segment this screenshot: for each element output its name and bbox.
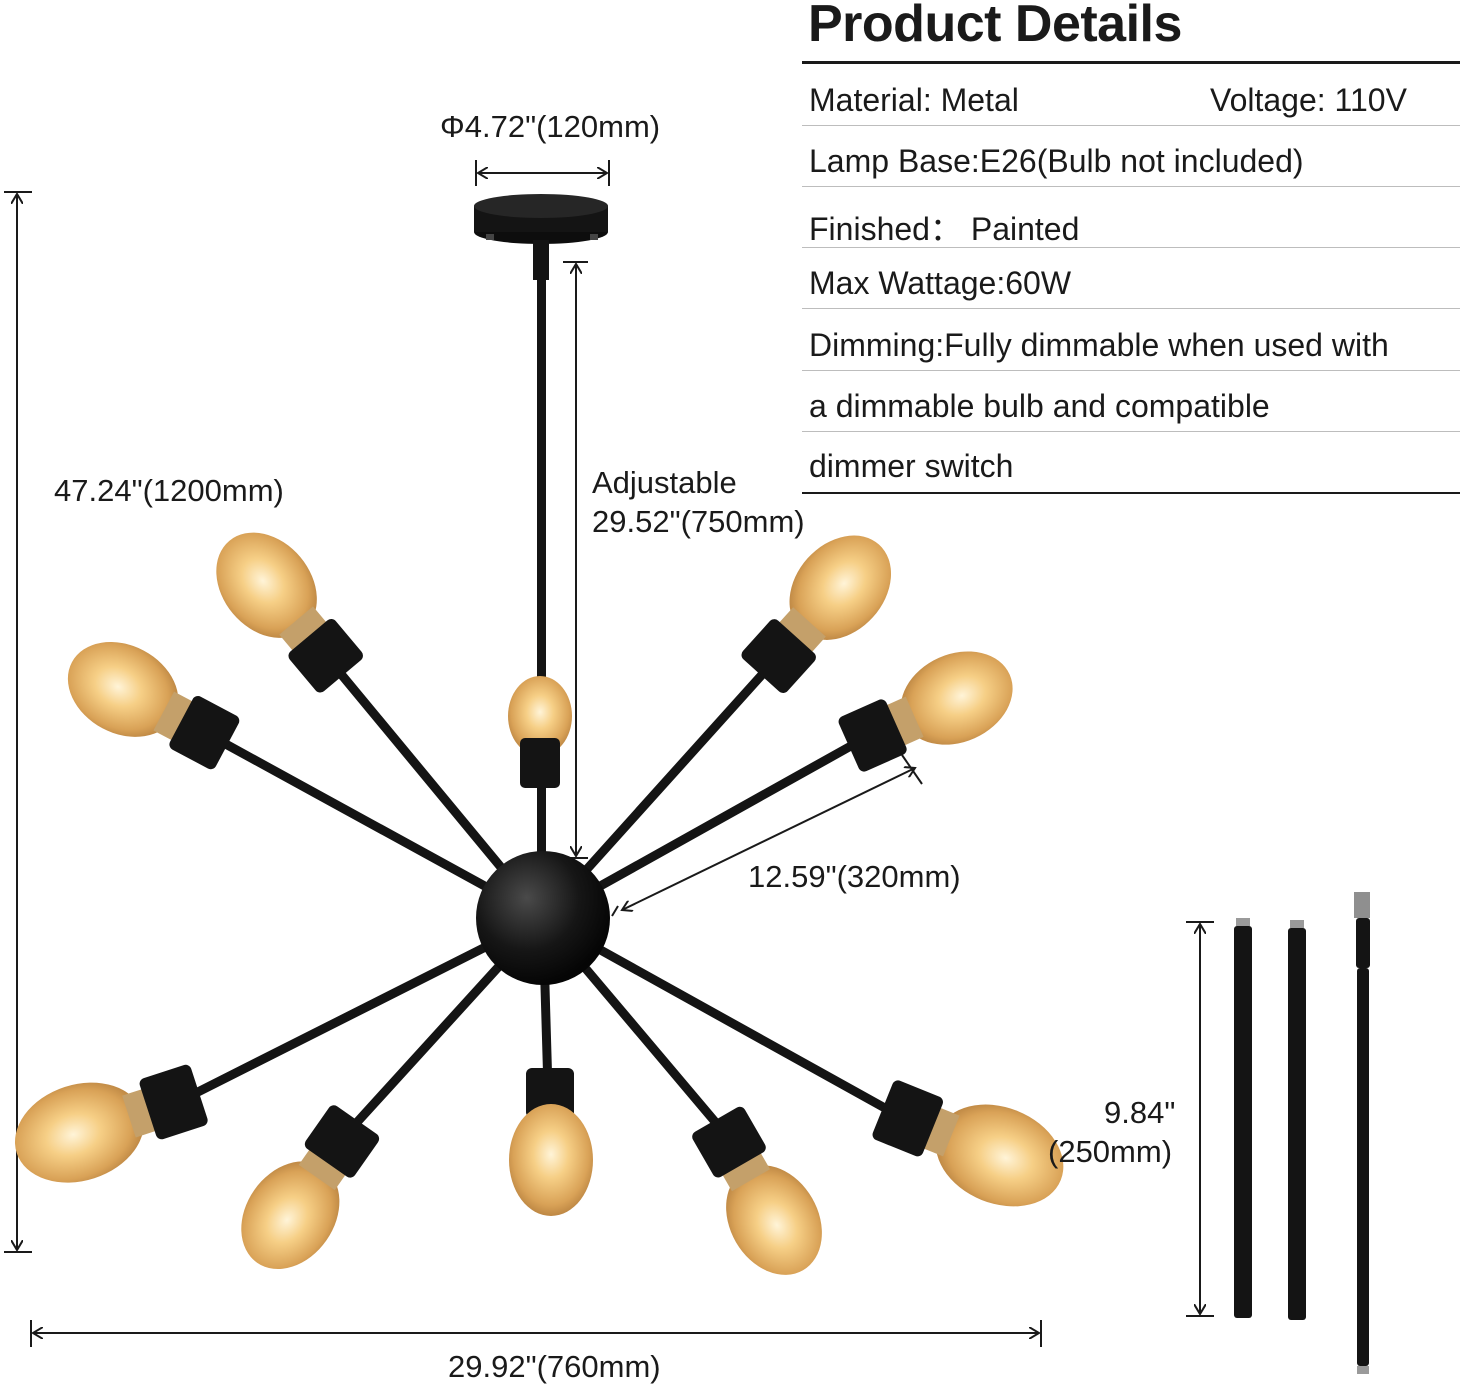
dimming-text-line2: a dimmable bulb and compatible [809,388,1270,424]
adjustable-length-label: 29.52"(750mm) [592,504,805,539]
dimming-text-line1: Dimming:Fully dimmable when used with [809,327,1389,363]
finish-text: Finished： Painted [809,211,1080,247]
bulb-far-right [838,651,1013,772]
bulb-lower-right [692,1106,822,1275]
overall-width-label: 29.92"(760mm) [448,1349,661,1384]
dimming-text-line3: dimmer switch [809,448,1014,484]
table-bottom-rule [802,492,1460,494]
detail-row-wattage: Max Wattage:60W [802,249,1460,309]
extension-rods [1234,892,1370,1374]
detail-row-dimming-2: a dimmable bulb and compatible [802,372,1460,432]
detail-row-dimming-3: dimmer switch [802,432,1460,492]
center-sphere [476,851,610,985]
overall-height-label: 47.24"(1200mm) [54,473,284,508]
detail-row-finish: Finished： Painted [802,188,1460,248]
down-rod [537,278,546,878]
arm-length-label: 12.59"(320mm) [748,859,961,894]
canopy-diameter-label: Φ4.72"(120mm) [440,109,661,144]
material-text: Material: Metal [809,82,1019,118]
product-details-title: Product Details [808,0,1182,53]
bulb-lower-center [509,1068,593,1216]
dimension-lines [4,160,1214,1347]
bulb-lower-far-right [872,1080,1064,1207]
bulb-back-center [508,676,572,788]
bulb-upper-left [216,532,363,693]
lamp-base-text: Lamp Base:E26(Bulb not included) [809,143,1304,179]
bulb-lower-far-left [14,1064,208,1183]
detail-row-lamp-base: Lamp Base:E26(Bulb not included) [802,127,1460,187]
wattage-text: Max Wattage:60W [809,265,1072,301]
rod-length-mm-label: (250mm) [1048,1134,1173,1169]
bulb-upper-right [741,535,892,694]
bulb-far-left [67,641,240,770]
title-rule [802,61,1460,64]
adjustable-label: Adjustable [592,465,737,500]
rod-length-label: 9.84" [1104,1095,1176,1130]
canopy [474,194,608,280]
voltage-text: Voltage: 110V [1210,82,1407,118]
detail-row-dimming-1: Dimming:Fully dimmable when used with [802,311,1460,371]
detail-row-material: Material: Metal Voltage: 110V [802,66,1460,126]
bulb-lower-left [241,1105,380,1269]
